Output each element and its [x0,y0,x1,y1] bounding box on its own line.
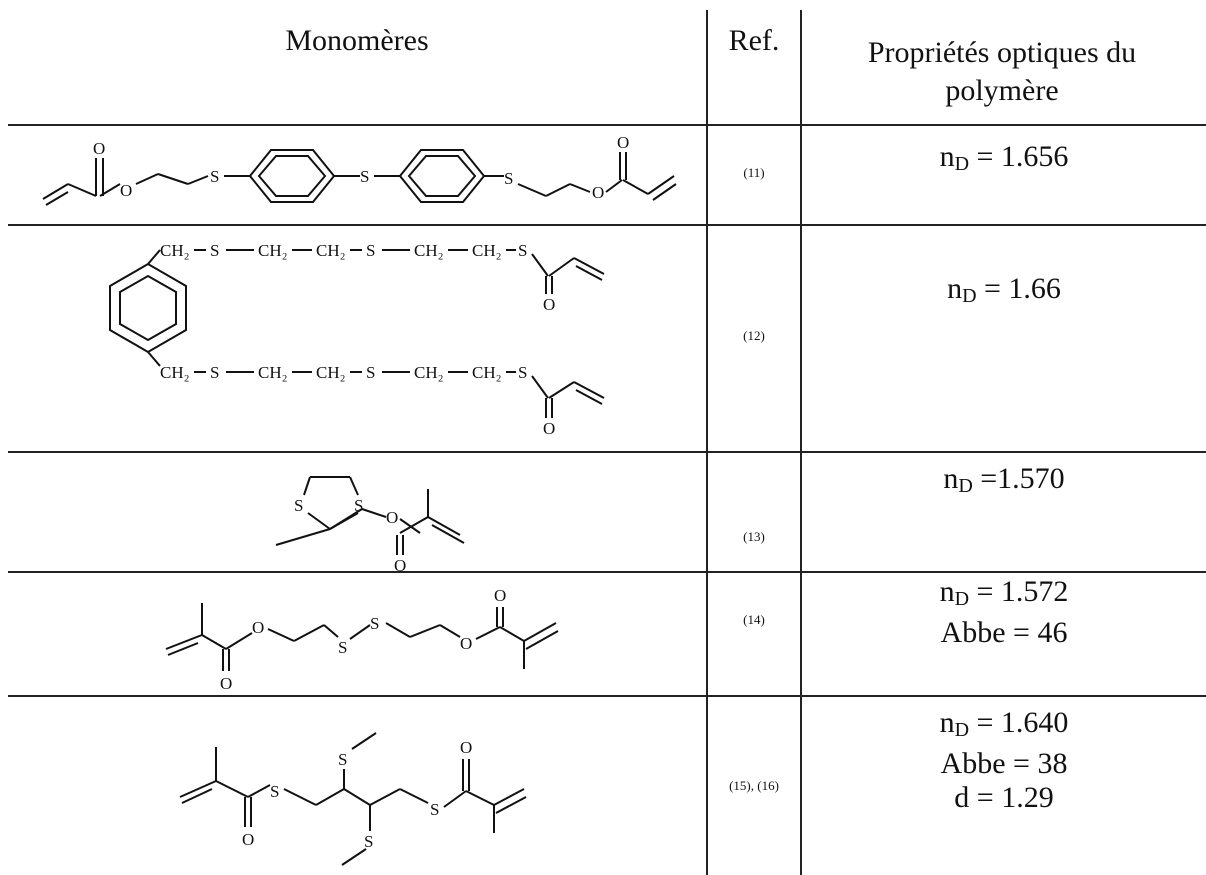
atom-o: O [460,634,472,653]
atom-o: O [220,674,232,693]
prop-line: nD = 1.572 [939,575,1069,610]
prop-line: nD = 1.66 [947,272,1061,307]
atom-o: O [543,419,555,438]
chain-ch2: CH₂ [472,363,502,382]
atom-o: O [394,556,406,571]
ref-row-1: (11) [743,165,765,180]
ref-row-3: (13) [743,529,765,544]
atom-o: O [252,618,264,637]
prop-line: nD =1.570 [943,462,1065,497]
row-divider-1 [8,224,1206,226]
atom-o: O [120,181,132,200]
chain-s: S [366,363,375,382]
chain-ch2: CH₂ [414,363,444,382]
chain-ch2: CH₂ [160,241,190,260]
structure-monomer-4: O O S S O O [165,586,559,693]
column-divider-1 [706,10,708,875]
atom-o: O [93,139,105,158]
prop-line: Abbe = 46 [940,616,1068,649]
atom-s: S [338,750,347,769]
chain-ch2: CH₂ [258,241,288,260]
props-row-3: nD =1.570 [802,462,1206,503]
column-divider-2 [800,10,802,875]
atom-s: S [364,832,373,851]
atom-s: S [338,638,347,657]
ref-row-5: (15), (16) [729,778,779,793]
atom-s: S [270,782,279,801]
structure-monomer-3: S S O O [275,476,465,571]
header-monomers: Monomères [285,24,429,57]
chain-ch2: CH₂ [316,363,346,382]
chain-ch2: CH₂ [160,363,190,382]
chain-s: S [366,241,375,260]
chain-s: S [210,363,219,382]
atom-o: O [543,295,555,314]
props-row-5: nD = 1.640 Abbe = 38 d = 1.29 [802,706,1206,815]
prop-line: nD = 1.640 [939,706,1069,741]
atom-o: O [460,738,472,757]
atom-o: O [494,586,506,605]
ref-row-2: (12) [743,328,765,343]
chain-top: CH₂ S CH₂ CH₂ S CH₂ CH₂ S [160,241,527,260]
atom-s: S [360,167,369,186]
structure-monomer-2: CH₂ S CH₂ CH₂ S CH₂ CH₂ S O CH₂ S CH₂ CH… [109,241,605,438]
atom-s: S [430,800,439,819]
structure-monomer-5: O S S S S O [179,732,527,866]
structure-monomer-1: O O S S S O O [42,133,677,206]
atom-s: S [370,614,379,633]
atom-s: S [354,496,363,515]
prop-line: Abbe = 38 [940,747,1068,780]
props-row-1: nD = 1.656 [802,140,1206,181]
props-row-2: nD = 1.66 [802,272,1206,313]
ref-row-4: (14) [743,612,765,627]
atom-o: O [386,508,398,527]
chain-s: S [518,241,527,260]
atom-o: O [592,183,604,202]
chain-bottom: CH₂ S CH₂ CH₂ S CH₂ CH₂ S [160,363,527,382]
prop-line: d = 1.29 [954,781,1054,814]
header-ref: Ref. [728,24,780,57]
chain-s: S [518,363,527,382]
row-divider-2 [8,451,1206,453]
chain-ch2: CH₂ [472,241,502,260]
atom-s: S [294,496,303,515]
atom-o: O [617,133,629,152]
chain-ch2: CH₂ [414,241,444,260]
prop-line: nD = 1.656 [939,140,1069,175]
chain-ch2: CH₂ [316,241,346,260]
atom-s: S [210,167,219,186]
atom-o: O [242,830,254,849]
row-divider-3 [8,571,1206,573]
chain-ch2: CH₂ [258,363,288,382]
atom-s: S [504,169,513,188]
row-divider-header [8,124,1206,126]
chain-s: S [210,241,219,260]
row-divider-4 [8,695,1206,697]
props-row-4: nD = 1.572 Abbe = 46 [802,575,1206,650]
header-props: Propriétés optiques du polymère [867,36,1137,107]
